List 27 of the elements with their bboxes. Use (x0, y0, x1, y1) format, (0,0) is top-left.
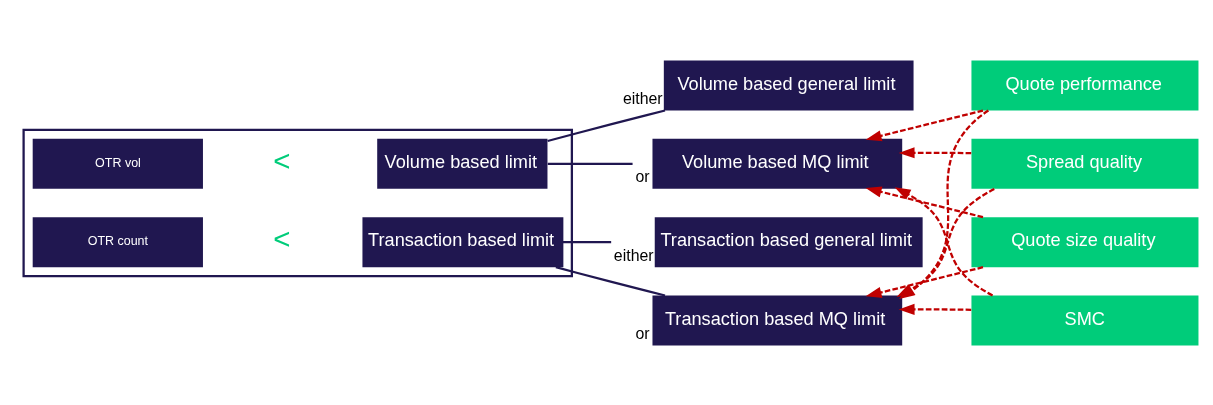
node-box: SMC (971, 295, 1199, 345)
node-box: Transaction based limit (362, 216, 564, 267)
connector (555, 265, 666, 297)
node-box: Quote size quality (971, 216, 1199, 267)
arrow (898, 303, 972, 315)
connector (547, 162, 633, 165)
node-box: Transaction based MQ limit (652, 295, 903, 345)
arrow (865, 108, 984, 141)
node-box: Volume based general limit (663, 60, 914, 110)
node-label: either (613, 246, 654, 264)
node-box: OTR count (32, 216, 203, 267)
label: < (273, 221, 291, 255)
node-box: Volume based MQ limit (652, 138, 903, 189)
arrow (898, 146, 972, 158)
node-box: Transaction based general limit (654, 216, 923, 267)
connector (562, 240, 612, 243)
node-label: either (622, 89, 663, 107)
arrow (865, 185, 984, 218)
node-label: or (635, 324, 650, 342)
connector (547, 108, 666, 142)
label: < (273, 143, 291, 177)
node-box: Volume based limit (377, 138, 548, 189)
node-box: Quote performance (971, 60, 1199, 110)
node-label: or (635, 167, 650, 185)
node-box: OTR vol (32, 138, 203, 189)
cluster (22, 128, 573, 277)
node-box: Spread quality (971, 138, 1199, 189)
